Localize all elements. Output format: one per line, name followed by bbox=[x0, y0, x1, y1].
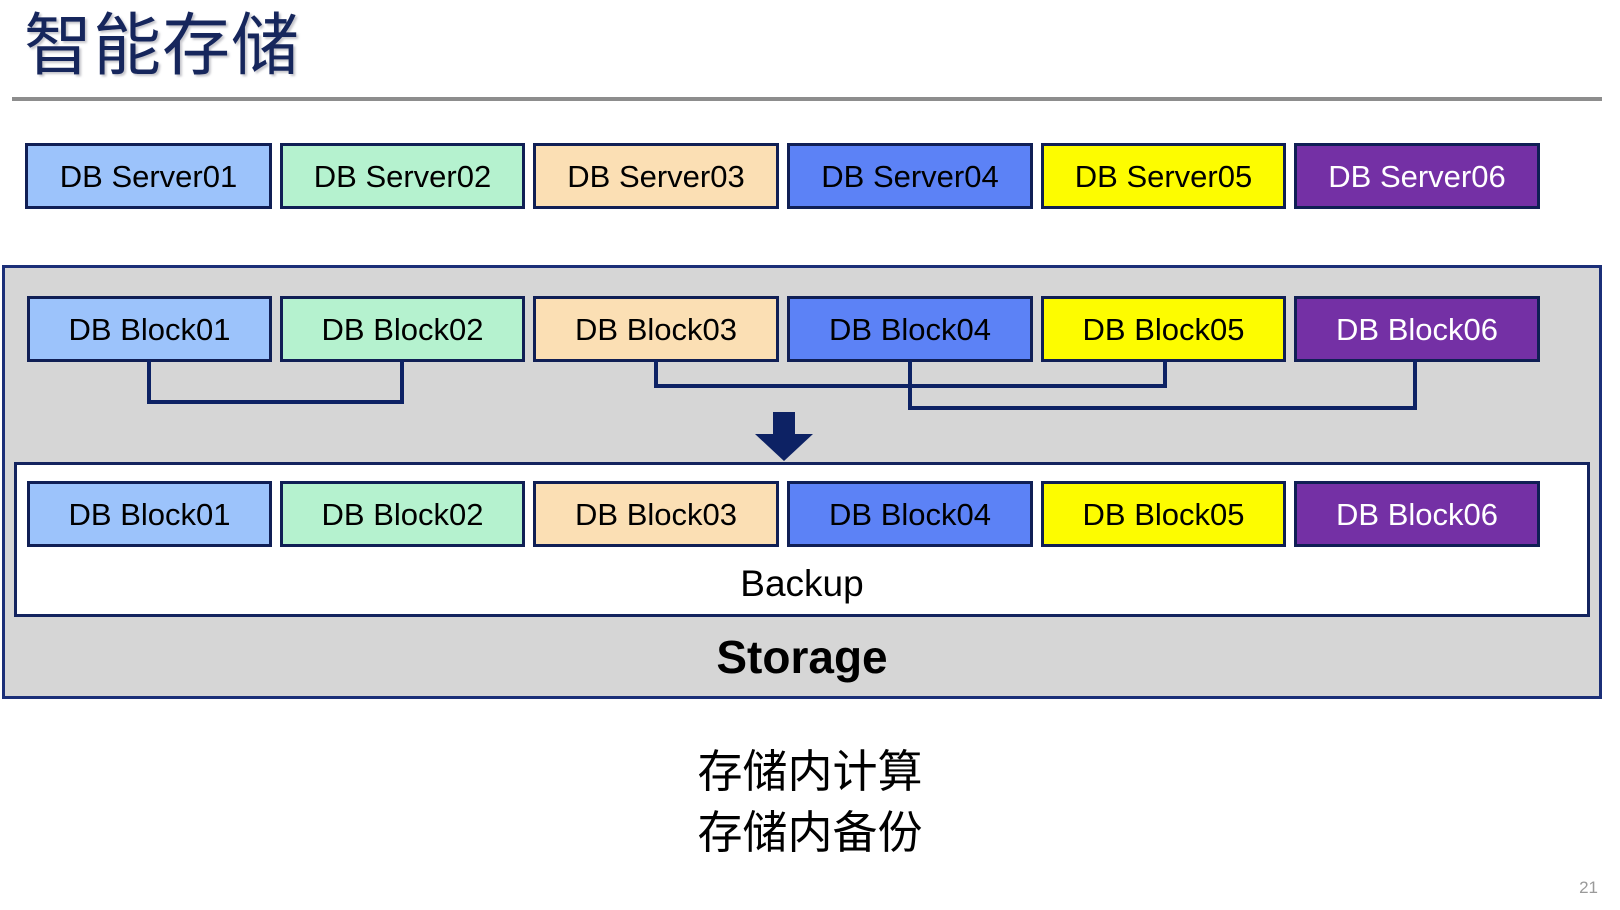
title-divider bbox=[12, 97, 1602, 101]
connector-line-vertical bbox=[908, 360, 912, 410]
db-block-box-backup[interactable]: DB Block03 bbox=[533, 481, 779, 547]
db-block-box[interactable]: DB Block05 bbox=[1041, 296, 1286, 362]
db-block-box-backup[interactable]: DB Block01 bbox=[27, 481, 272, 547]
page-title: 智能存储 bbox=[24, 8, 301, 84]
db-block-box-backup[interactable]: DB Block04 bbox=[787, 481, 1033, 547]
db-block-box-backup[interactable]: DB Block06 bbox=[1294, 481, 1540, 547]
connector-line-vertical bbox=[147, 360, 151, 404]
db-block-box[interactable]: DB Block01 bbox=[27, 296, 272, 362]
db-server-box[interactable]: DB Server04 bbox=[787, 143, 1033, 209]
db-block-box-backup[interactable]: DB Block05 bbox=[1041, 481, 1286, 547]
db-server-box[interactable]: DB Server05 bbox=[1041, 143, 1286, 209]
connector-line-vertical bbox=[654, 360, 658, 388]
connector-line-vertical bbox=[1413, 360, 1417, 410]
db-server-box[interactable]: DB Server02 bbox=[280, 143, 525, 209]
db-server-box[interactable]: DB Server01 bbox=[25, 143, 272, 209]
caption-line-1: 存储内计算 bbox=[697, 746, 923, 797]
db-server-box[interactable]: DB Server03 bbox=[533, 143, 779, 209]
db-server-box[interactable]: DB Server06 bbox=[1294, 143, 1540, 209]
db-block-box[interactable]: DB Block03 bbox=[533, 296, 779, 362]
connector-line-horizontal bbox=[908, 406, 1417, 410]
backup-label: Backup bbox=[740, 563, 864, 604]
page-number: 21 bbox=[1579, 878, 1598, 897]
db-block-box[interactable]: DB Block06 bbox=[1294, 296, 1540, 362]
connector-line-vertical bbox=[400, 360, 404, 404]
db-block-box-backup[interactable]: DB Block02 bbox=[280, 481, 525, 547]
down-arrow-icon bbox=[755, 412, 813, 461]
db-block-box[interactable]: DB Block02 bbox=[280, 296, 525, 362]
caption-line-2: 存储内备份 bbox=[697, 807, 923, 858]
db-block-box[interactable]: DB Block04 bbox=[787, 296, 1033, 362]
connector-line-vertical bbox=[1163, 360, 1167, 388]
connector-line-horizontal bbox=[147, 400, 404, 404]
storage-label: Storage bbox=[716, 631, 888, 683]
